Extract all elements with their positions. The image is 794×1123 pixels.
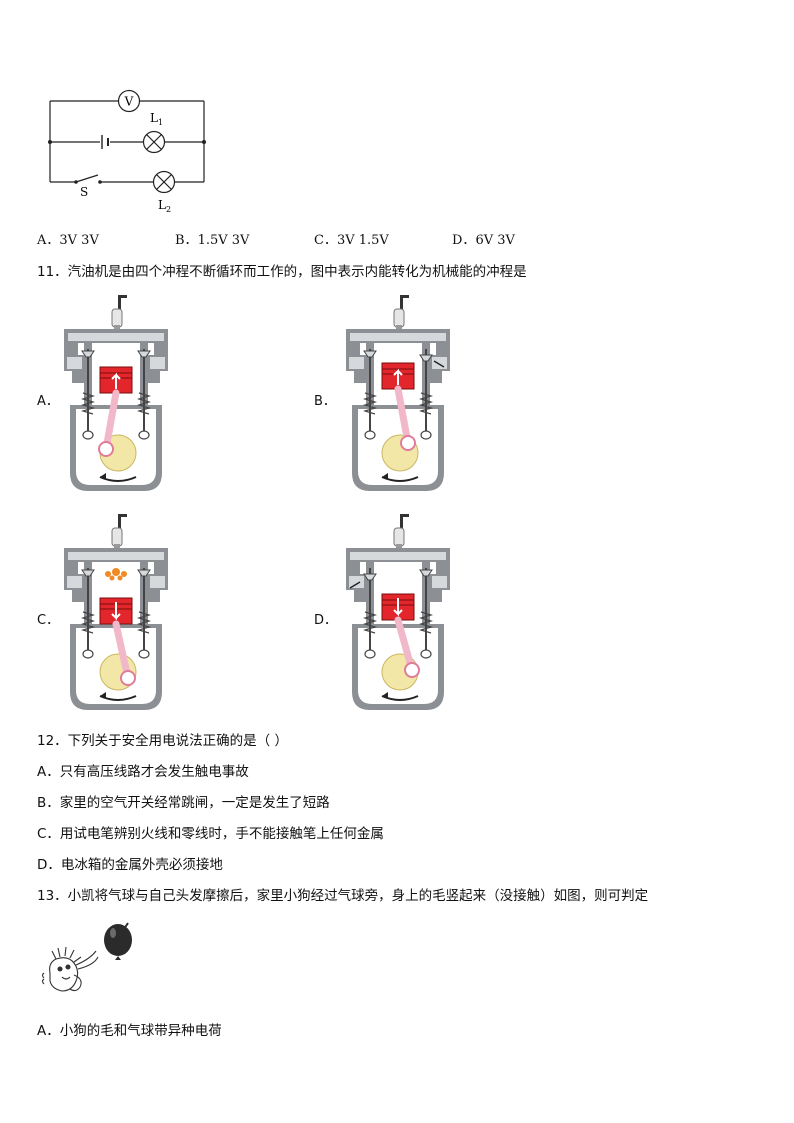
lamp-l1-symbol: L 1 [142, 111, 166, 154]
q10-option-d: D．6V 3V [452, 233, 515, 248]
battery-symbol [101, 135, 109, 149]
engine-stroke-a-figure [63, 294, 169, 492]
q11-stem: 11．汽油机是由四个冲程不断循环而工作的，图中表示内能转化为机械能的冲程是 [37, 264, 527, 280]
svg-text:V: V [124, 95, 134, 109]
q11-choice-b-label: B． [314, 394, 336, 409]
lamp-l2-symbol: L 2 [152, 170, 176, 214]
dog [41, 946, 99, 992]
q10-option-c: C．3V 1.5V [314, 233, 389, 248]
engine-stroke-c-figure [63, 513, 169, 711]
engine-stroke-d-figure [345, 513, 451, 711]
q10-option-b: B．1.5V 3V [175, 233, 250, 248]
q11-choice-d-label: D． [314, 613, 338, 628]
q11-choice-c-label: C． [37, 613, 60, 628]
circuit-diagram: V L 1 S L 2 [48, 89, 206, 214]
q12-option-c: C．用试电笔辨别火线和零线时，手不能接触笔上任何金属 [37, 826, 384, 842]
q12-stem: 12．下列关于安全用电说法正确的是（ ） [37, 733, 288, 749]
q10-option-a: A．3V 3V [37, 233, 99, 248]
q12-option-a: A．只有高压线路才会发生触电事故 [37, 764, 249, 780]
switch-label: S [80, 185, 88, 199]
dog-balloon-figure [41, 922, 132, 992]
svg-text:2: 2 [166, 205, 171, 214]
balloon [104, 922, 132, 960]
q13-stem: 13．小凯将气球与自己头发摩擦后，家里小狗经过气球旁，身上的毛竖起来（没接触）如… [37, 888, 649, 904]
svg-text:1: 1 [158, 118, 163, 127]
svg-text:L: L [158, 198, 166, 212]
engine-stroke-b-figure [345, 294, 451, 492]
svg-text:L: L [150, 111, 158, 125]
q11-choice-a-label: A． [37, 394, 59, 409]
q12-option-b: B．家里的空气开关经常跳闸，一定是发生了短路 [37, 795, 330, 811]
q13-option-a: A．小狗的毛和气球带异种电荷 [37, 1023, 222, 1039]
q12-option-d: D．电冰箱的金属外壳必须接地 [37, 857, 223, 873]
voltmeter-symbol: V [117, 89, 141, 113]
spark-burst [105, 568, 127, 581]
